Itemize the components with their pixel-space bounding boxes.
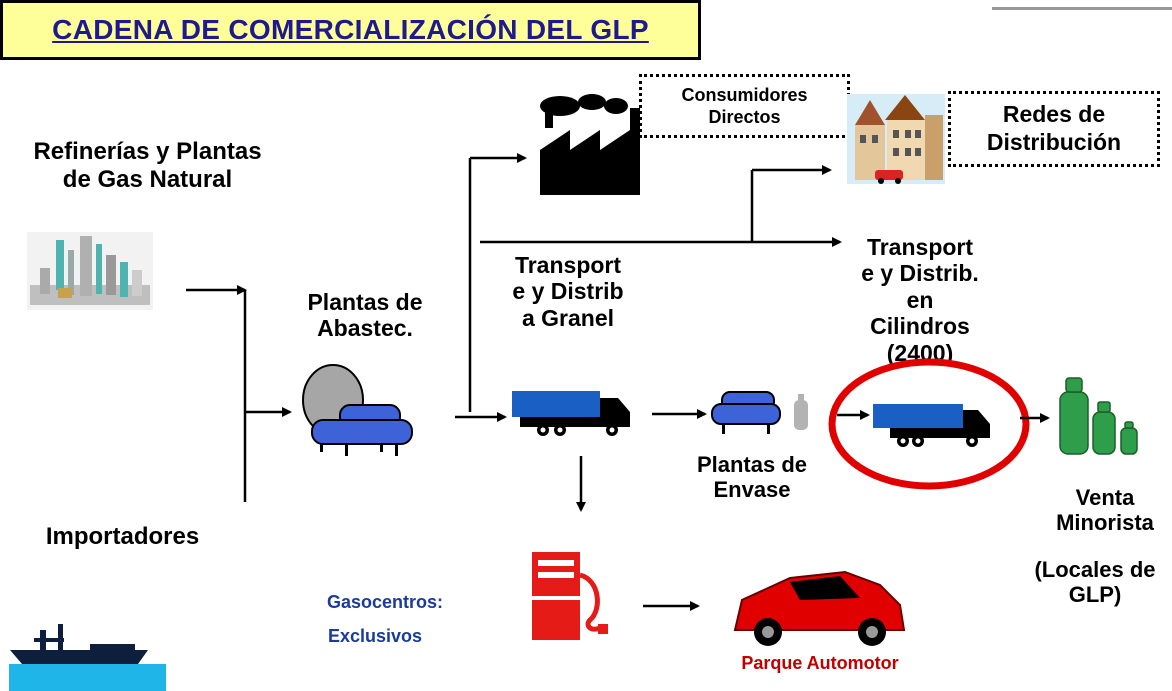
refinerias-label: Refinerías y Plantas de Gas Natural (33, 138, 262, 193)
plantas-envase-label: Plantas de Envase (696, 452, 808, 503)
gas-cylinders-icon (1059, 377, 1138, 455)
bulk-truck-icon (512, 391, 630, 436)
connector-lines (186, 153, 1050, 611)
title-box: CADENA DE COMERCIALIZACIÓN DEL GLP (0, 0, 701, 60)
ship-icon (9, 624, 166, 691)
refinery-icon (27, 232, 153, 310)
consumidores-directos-label: Consumidores Directos (681, 84, 808, 128)
redes-distribucion-box: Redes de Distribución (948, 91, 1160, 167)
gas-pump-icon (527, 546, 608, 644)
factory-icon (540, 94, 640, 195)
sports-car-icon (733, 570, 906, 646)
plantas-abastec-label: Plantas de Abastec. (307, 289, 423, 342)
diagram-title: CADENA DE COMERCIALIZACIÓN DEL GLP (52, 14, 649, 45)
importadores-label: Importadores (45, 523, 200, 550)
transporte-granel-label: Transport e y Distrib a Granel (512, 252, 624, 331)
corner-line (992, 7, 1172, 10)
town-icon (847, 94, 945, 184)
highlight-ring (828, 358, 1030, 490)
cylinder-truck-icon (873, 404, 990, 447)
redes-distribucion-label: Redes de Distribución (986, 101, 1122, 155)
storage-tank-icon (302, 364, 413, 456)
exclusivos-label: Exclusivos (327, 626, 423, 646)
consumidores-directos-box: Consumidores Directos (639, 74, 850, 138)
venta-minorista-label: Venta Minorista (1056, 485, 1154, 536)
gasocentros-label: Gasocentros: (326, 592, 444, 612)
locales-glp-label: (Locales de GLP) (1034, 557, 1156, 608)
parque-automotor-label: Parque Automotor (741, 653, 899, 673)
envase-plant-icon (711, 391, 808, 434)
